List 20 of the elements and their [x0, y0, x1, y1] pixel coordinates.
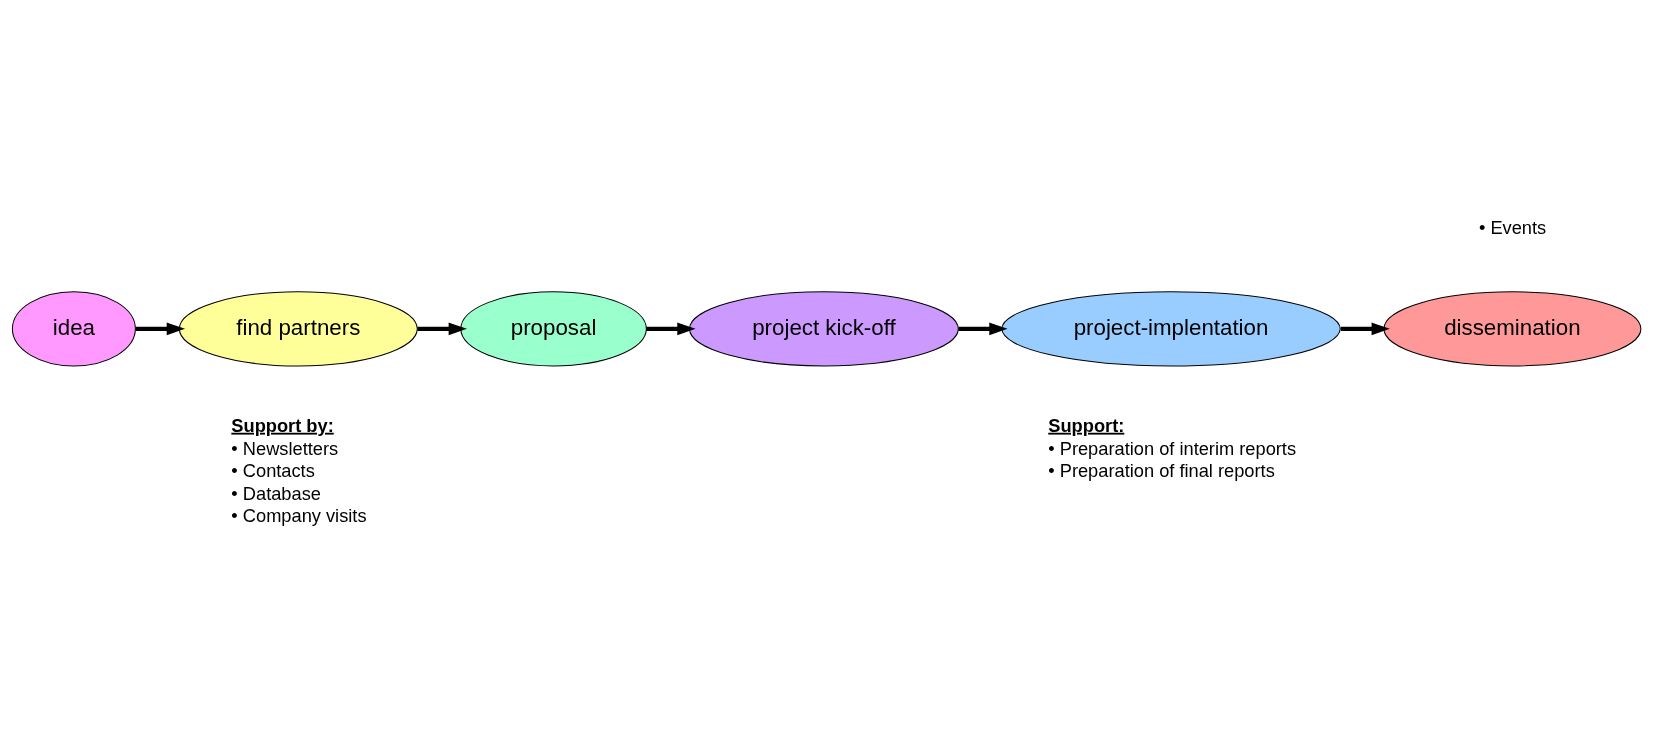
- node-ellipse: project-implentation: [1001, 291, 1341, 367]
- arrow: [646, 322, 696, 336]
- node-label: • Newsletters: [231, 438, 339, 460]
- node-label: • Database: [231, 482, 321, 504]
- node-label: Support by:: [231, 414, 334, 436]
- node-label: Support:: [1048, 414, 1125, 436]
- node-ellipse: dissemination: [1383, 291, 1642, 367]
- node-ellipse: project kick-off: [689, 291, 959, 367]
- node-label: • Events: [1478, 216, 1547, 238]
- node-label: • Preparation of interim reports: [1048, 438, 1297, 460]
- arrow: [135, 322, 185, 336]
- node-label: • Preparation of final reports: [1048, 460, 1275, 482]
- node-ellipse: proposal: [460, 291, 647, 367]
- arrow: [1340, 322, 1390, 336]
- node-ellipse: find partners: [178, 291, 418, 367]
- arrow: [417, 322, 467, 336]
- node-ellipse: idea: [11, 291, 136, 367]
- node-label: • Company visits: [231, 505, 367, 527]
- arrow: [958, 322, 1008, 336]
- node-label: • Contacts: [231, 460, 315, 482]
